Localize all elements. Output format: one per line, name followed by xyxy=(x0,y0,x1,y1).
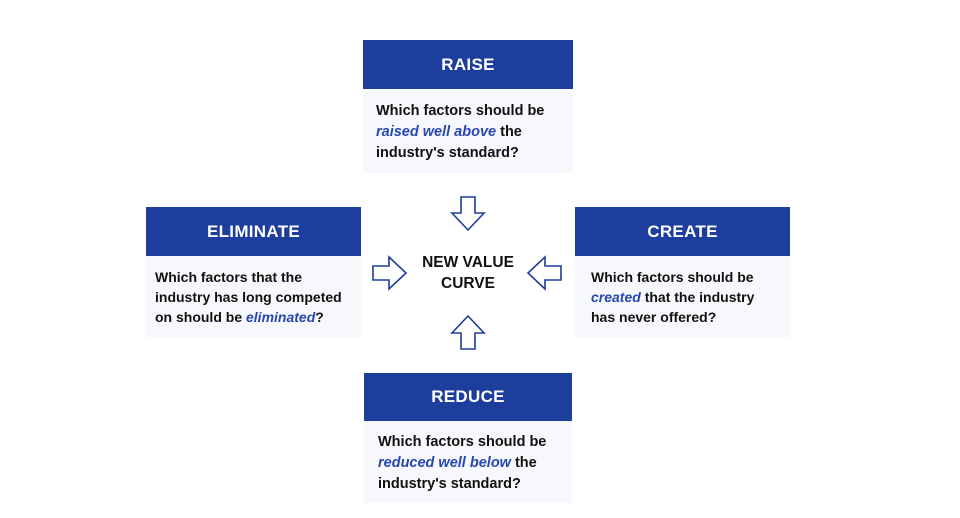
reduce-box: REDUCE Which factors should be reduced w… xyxy=(364,373,572,503)
arrow-up-icon xyxy=(450,314,486,350)
eliminate-question: Which factors that the industry has long… xyxy=(146,256,361,327)
reduce-header: REDUCE xyxy=(364,373,572,421)
create-line-2: created that the industry xyxy=(591,287,784,307)
raise-box: RAISE Which factors should be raised wel… xyxy=(363,40,573,173)
raise-line-3: industry's standard? xyxy=(376,145,519,161)
reduce-line-3: industry's standard? xyxy=(378,476,521,492)
eliminate-box: ELIMINATE Which factors that the industr… xyxy=(146,207,361,337)
raise-header: RAISE xyxy=(363,40,573,89)
create-after-highlight: that the industry xyxy=(640,289,755,305)
new-value-curve-label: NEW VALUE CURVE xyxy=(408,252,528,294)
eliminate-header: ELIMINATE xyxy=(146,207,361,256)
reduce-after-highlight: the xyxy=(510,455,537,471)
arrow-left-icon xyxy=(526,255,562,291)
reduce-line-2: reduced well below the xyxy=(378,453,564,474)
create-question: Which factors should be created that the… xyxy=(575,256,790,327)
reduce-line-1: Which factors should be xyxy=(378,434,547,450)
reduce-highlight: reduced well below xyxy=(378,455,511,471)
raise-after-highlight: the xyxy=(496,124,522,140)
create-header: CREATE xyxy=(575,207,790,256)
raise-question: Which factors should be raised well abov… xyxy=(363,89,573,164)
center-line-1: NEW VALUE xyxy=(422,254,514,271)
center-line-2: CURVE xyxy=(441,275,495,292)
arrow-down-icon xyxy=(450,196,486,232)
create-line-1: Which factors should be xyxy=(591,269,754,285)
eliminate-before-highlight: on should be xyxy=(155,309,246,325)
create-highlight: created xyxy=(591,289,641,305)
arrow-right-icon xyxy=(372,255,408,291)
create-line-3: has never offered? xyxy=(591,309,717,325)
eliminate-line-2: industry has long competed xyxy=(155,289,342,305)
raise-line-2: raised well above the xyxy=(376,122,563,143)
eliminate-line-3: on should be eliminated? xyxy=(155,307,355,327)
raise-highlight: raised well above xyxy=(376,124,497,140)
eliminate-line-1: Which factors that the xyxy=(155,269,303,285)
eliminate-after-highlight: ? xyxy=(315,309,324,325)
raise-line-1: Which factors should be xyxy=(376,103,545,119)
eliminate-highlight: eliminated xyxy=(246,309,316,325)
reduce-question: Which factors should be reduced well bel… xyxy=(364,421,572,495)
create-box: CREATE Which factors should be created t… xyxy=(575,207,790,337)
